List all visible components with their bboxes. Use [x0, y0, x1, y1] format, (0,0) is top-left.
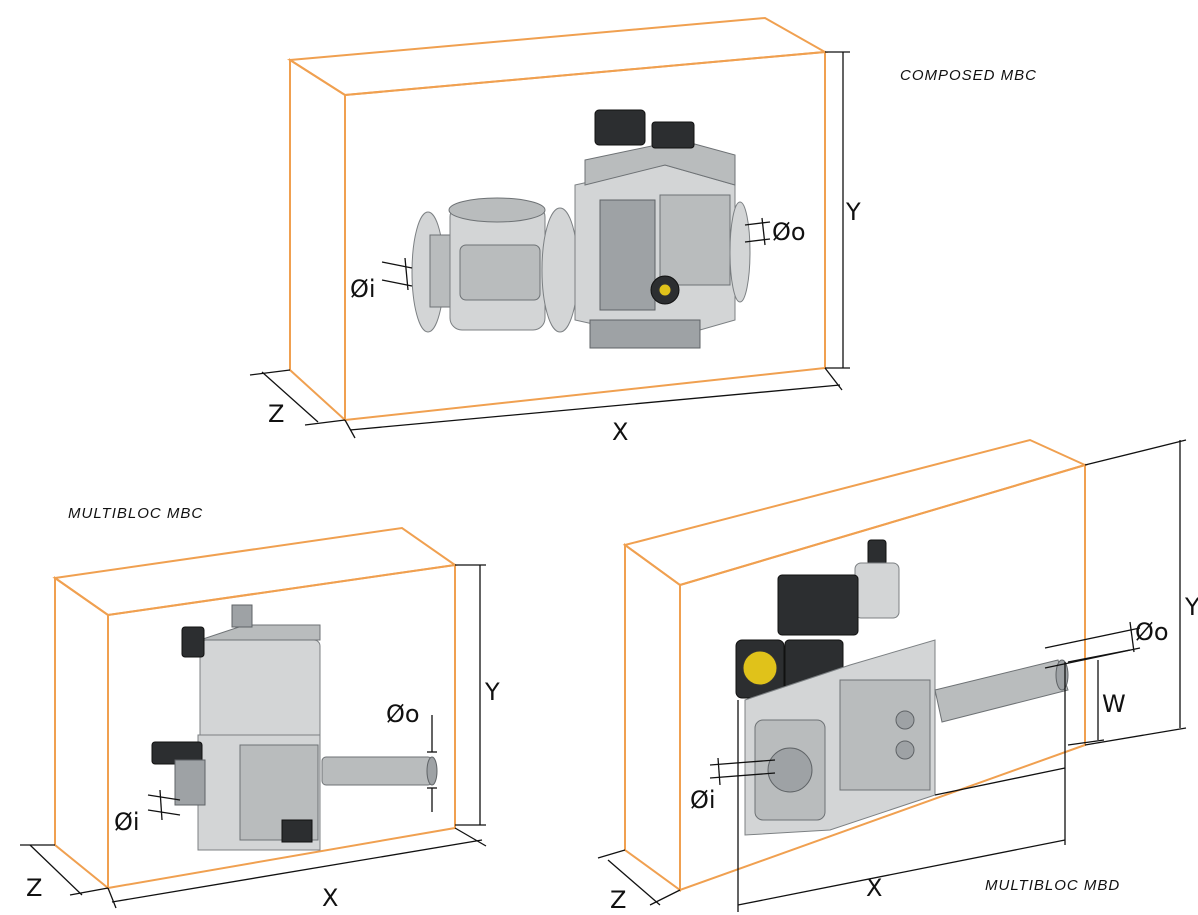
composed-label-y: Y — [845, 198, 861, 226]
composed-label-x: X — [612, 418, 628, 446]
composed-label-z: Z — [268, 400, 284, 428]
caption-multibloc-mbc: MULTIBLOC MBC — [68, 505, 203, 522]
multibloc-mbc-group: MULTIBLOC MBC — [20, 505, 500, 912]
composed-label-inlet: Øi — [350, 275, 376, 303]
multibloc-mbd-group: MULTIBLOC MBD — [597, 438, 1198, 914]
caption-composed-mbc: COMPOSED MBC — [900, 67, 1037, 84]
mbc-dimension-lines — [20, 564, 487, 909]
mbd-label-x: X — [866, 874, 882, 902]
composed-mbc-group: COMPOSED MBC — [249, 16, 1037, 446]
mbd-dimension-lines — [597, 439, 1187, 912]
mbc-label-z: Z — [26, 874, 42, 902]
mbc-label-y: Y — [484, 678, 500, 706]
mbd-label-outlet: Øo — [1135, 618, 1169, 646]
caption-multibloc-mbd: MULTIBLOC MBD — [985, 877, 1120, 894]
composed-dimension-lines — [249, 51, 850, 439]
composed-label-outlet: Øo — [772, 218, 806, 246]
composed-mbc-valve-image — [411, 109, 751, 349]
mbc-label-inlet: Øi — [114, 808, 140, 836]
mbd-label-y: Y — [1184, 593, 1198, 621]
mbc-valve-image — [151, 604, 438, 851]
mbd-label-w: W — [1102, 690, 1126, 718]
mbd-valve-image — [735, 539, 1069, 836]
mbc-label-x: X — [322, 884, 338, 912]
mbd-label-inlet: Øi — [690, 786, 716, 814]
mbc-label-outlet: Øo — [386, 700, 420, 728]
mbd-label-z: Z — [610, 886, 626, 914]
